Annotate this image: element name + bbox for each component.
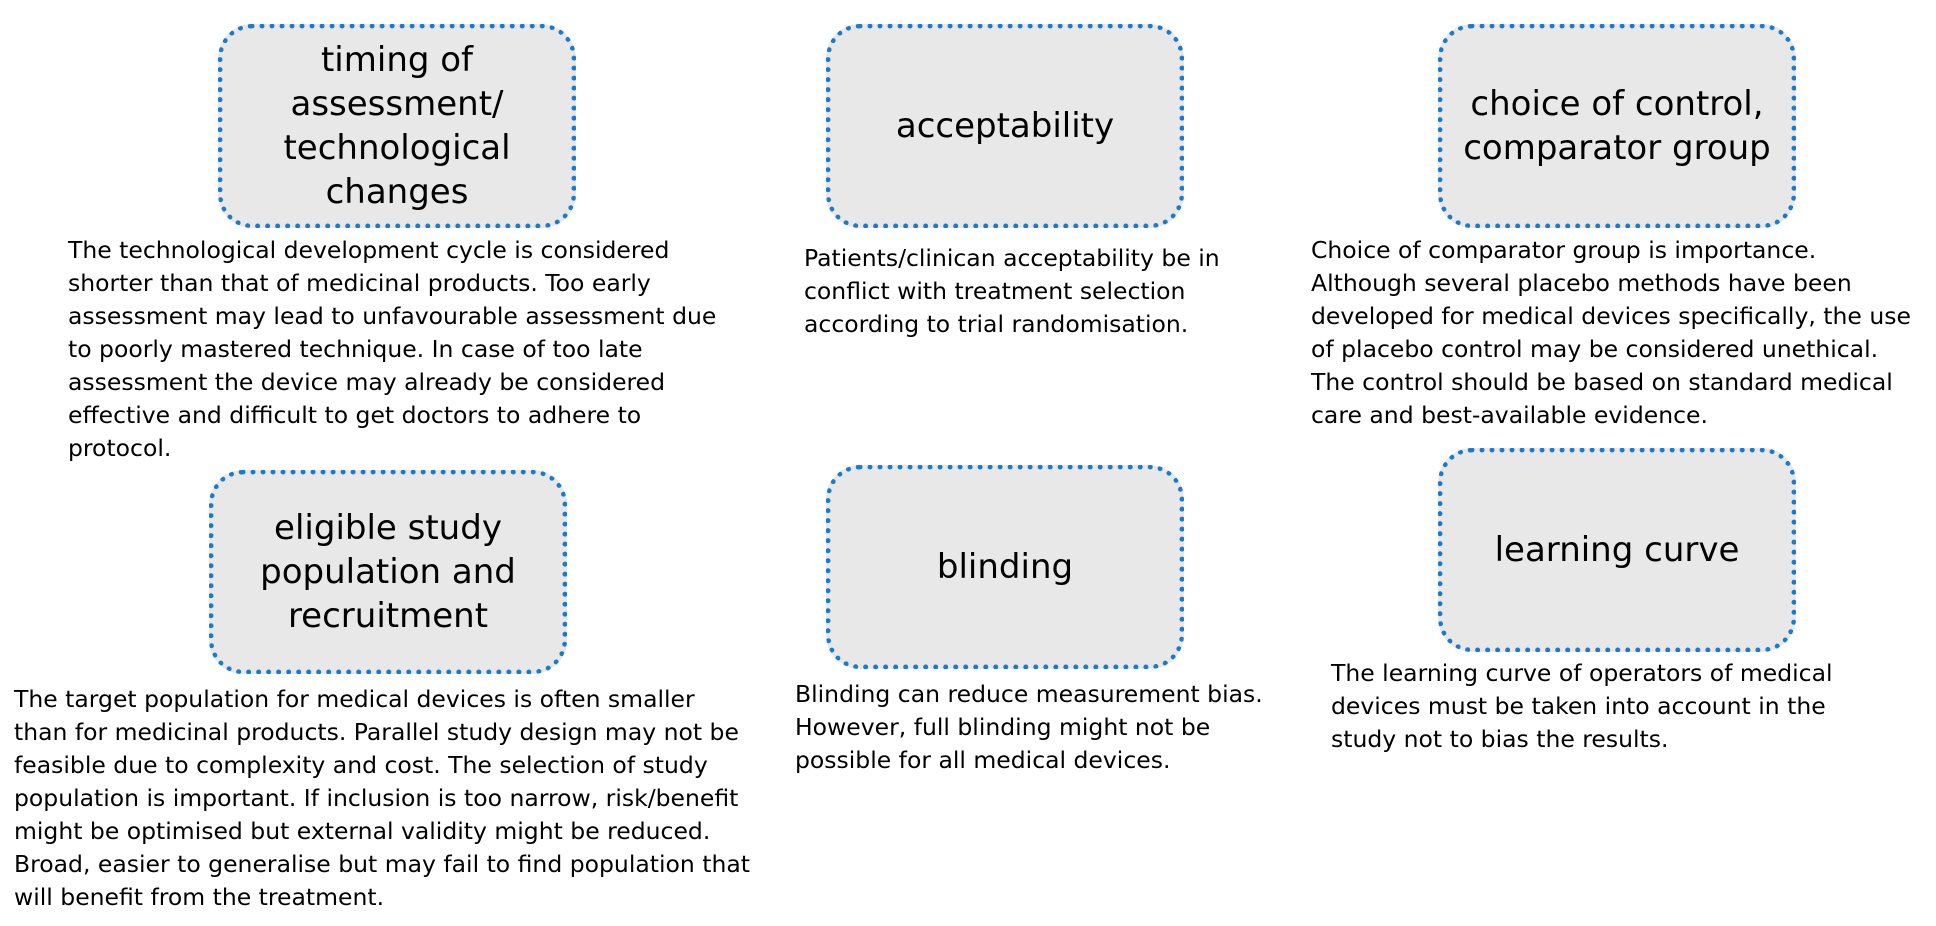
- topic-description-blinding: Blinding can reduce measurement bias. Ho…: [795, 680, 1263, 774]
- topic-description-timing: The technological development cycle is c…: [68, 236, 717, 462]
- topic-title-learning-curve: learning curve: [1494, 530, 1740, 570]
- topic-box-control-group: choice of control, comparator group: [1438, 24, 1796, 228]
- topic-title-blinding: blinding: [936, 547, 1074, 587]
- topic-box-eligible-population: eligible study population and recruitmen…: [209, 470, 567, 674]
- topic-title-acceptability: acceptability: [895, 106, 1115, 146]
- topic-box-blinding: blinding: [826, 465, 1184, 669]
- topic-title-eligible-population: eligible study population and recruitmen…: [260, 508, 516, 636]
- topic-description-control-group: Choice of comparator group is importance…: [1311, 236, 1911, 429]
- topic-description-acceptability: Patients/clinican acceptability be in co…: [804, 244, 1220, 338]
- topic-description-eligible-population: The target population for medical device…: [14, 685, 750, 911]
- topic-box-timing: timing of assessment/ technological chan…: [218, 24, 576, 228]
- topic-title-timing: timing of assessment/ technological chan…: [283, 40, 511, 212]
- topic-box-acceptability: acceptability: [826, 24, 1184, 228]
- topic-description-learning-curve: The learning curve of operators of medic…: [1331, 659, 1833, 753]
- topic-box-learning-curve: learning curve: [1438, 448, 1796, 652]
- topic-title-control-group: choice of control, comparator group: [1463, 84, 1771, 168]
